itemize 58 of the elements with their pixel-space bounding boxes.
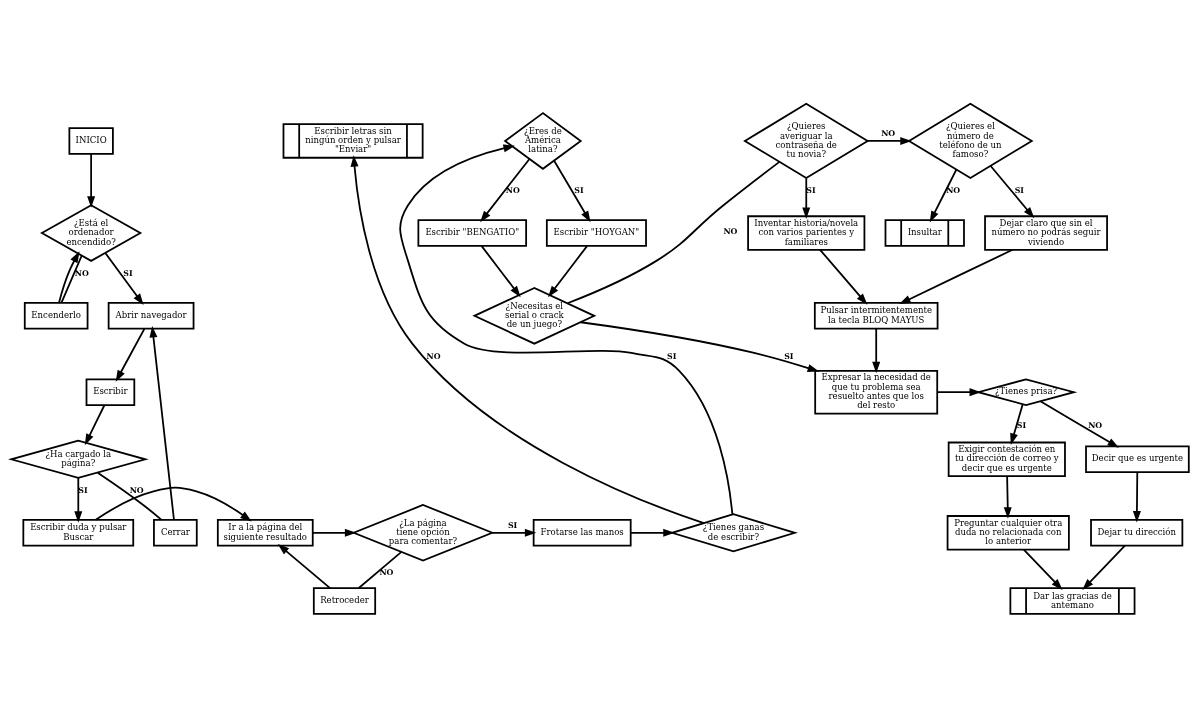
arrow <box>819 248 868 305</box>
node-box: Dejar tu dirección <box>1090 519 1184 547</box>
node-diamond: ¿Ha cargado la página? <box>8 439 149 479</box>
arrow <box>94 486 252 522</box>
arrow <box>1082 544 1126 590</box>
arrow <box>87 153 96 208</box>
node-box: Inventar historia/novela con varios parientes y familiares <box>747 215 866 251</box>
node-box: Expresar la necesidad de que tu problema sea resuelto antes que los del resto <box>814 369 939 415</box>
node-box: Escribir duda y pulsar Buscar <box>22 519 135 547</box>
arrow <box>480 245 521 298</box>
node-box: Pulsar intermitentemente la tecla BLOQ MAYUS <box>813 302 939 330</box>
arrow <box>115 328 146 382</box>
node-box: Preguntar cualquier otra duda no relacionada con lo anterior <box>946 515 1070 551</box>
arrow <box>149 326 175 521</box>
connector <box>96 471 163 521</box>
arrow <box>899 248 1014 305</box>
node-box: Cerrar <box>153 519 198 547</box>
node-box: Encenderlo <box>23 302 89 330</box>
arrow <box>872 328 881 374</box>
arrow <box>553 159 591 223</box>
node-diamond: ¿Quieres averiguar la contraseña de tu novia? <box>743 102 870 180</box>
node-box: Escribir "HOYGAN" <box>545 219 647 247</box>
arrow <box>936 388 981 397</box>
arrow <box>1010 403 1024 445</box>
arrow <box>350 155 705 524</box>
arrow <box>866 136 912 145</box>
arrow <box>1003 475 1012 519</box>
arrow <box>802 177 811 219</box>
arrow <box>84 404 106 446</box>
node-diamond: ¿Quieres el número de teléfono de un famoso? <box>907 102 1034 180</box>
node-box: Frotarse las manos <box>532 519 632 547</box>
node-box: INICIO <box>68 127 114 155</box>
connector <box>566 161 781 305</box>
arrow <box>989 165 1035 219</box>
arrow <box>1132 471 1141 523</box>
node-diamond: ¿La página tiene opción para comentar? <box>351 504 495 562</box>
node-box: Dejar claro que sin el número no podrás seguir viviendo <box>984 215 1108 251</box>
arrow <box>399 144 734 516</box>
node-box: Escribir "BENGATIO" <box>417 219 527 247</box>
arrow <box>630 528 675 537</box>
arrow <box>579 321 820 372</box>
node-box: Decir que es urgente <box>1085 445 1190 473</box>
arrow <box>312 528 357 537</box>
arrow <box>277 544 331 589</box>
node-box: Escribir <box>85 378 136 406</box>
arrow <box>1039 400 1120 448</box>
arrow <box>1022 548 1063 590</box>
node-box: Abrir navegador <box>107 302 195 330</box>
arrow <box>480 158 531 223</box>
arrow <box>929 168 958 223</box>
node-box: Ir a la página del siguiente resultado <box>216 519 314 547</box>
node-box: Retroceder <box>312 587 377 615</box>
connector <box>357 551 403 589</box>
arrow <box>104 252 144 305</box>
arrow <box>491 528 537 537</box>
arrow <box>74 477 83 523</box>
node-box: Exigir contestación en tu dirección de correo y decir que es urgente <box>947 441 1066 477</box>
arrow <box>548 245 588 298</box>
